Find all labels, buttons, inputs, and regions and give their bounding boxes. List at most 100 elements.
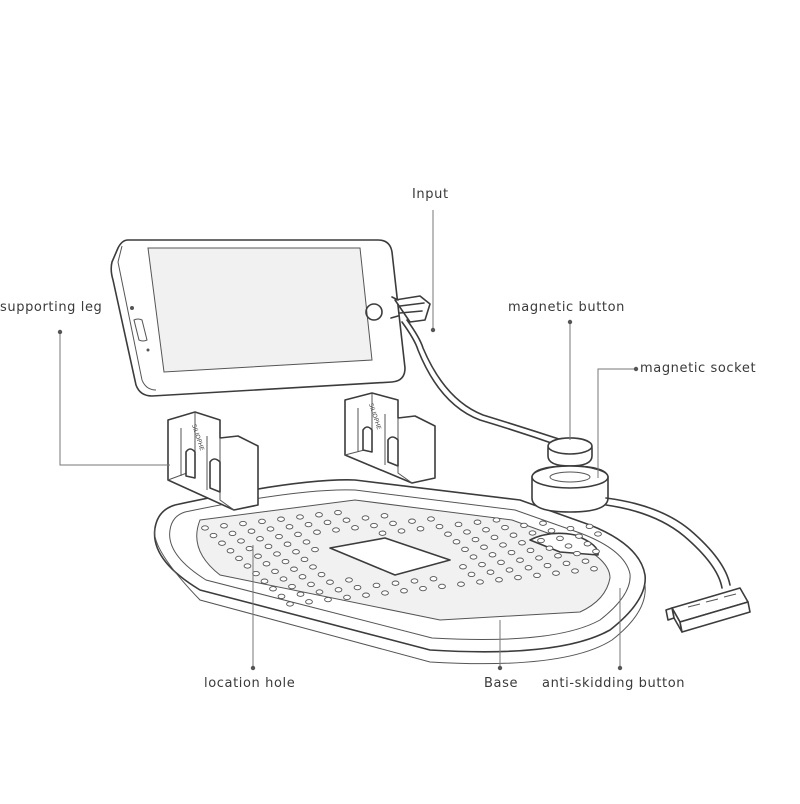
anti-skid-dot	[400, 588, 408, 594]
anti-skid-dot	[501, 524, 509, 531]
anti-skid-dot	[342, 517, 351, 523]
anti-skid-dot	[545, 545, 554, 551]
anti-skid-dot	[463, 529, 471, 535]
magnetic-button-icon	[547, 437, 593, 467]
anti-skid-dot	[300, 556, 309, 563]
anti-skid-dot	[220, 523, 228, 529]
anti-skid-dot	[277, 593, 286, 600]
anti-skid-dot	[594, 531, 602, 537]
anti-skid-dot	[547, 528, 556, 534]
anti-skid-dot	[285, 524, 294, 530]
anti-skid-dot	[292, 549, 300, 555]
cable-icon	[390, 295, 563, 447]
anti-skid-dot	[438, 583, 446, 590]
anti-skid-dot	[410, 578, 419, 584]
anti-skid-dot	[258, 518, 266, 525]
anti-skid-dot	[281, 558, 290, 565]
anti-skid-dot	[309, 564, 317, 570]
anti-skid-dot	[539, 520, 547, 526]
anti-skid-dot	[585, 523, 594, 530]
anti-skid-dot	[520, 522, 528, 529]
anti-skid-dot	[444, 531, 452, 537]
anti-skid-dot	[435, 523, 444, 530]
anti-skid-dot	[307, 581, 315, 588]
anti-skid-dot	[345, 577, 353, 583]
anti-skid-dot	[581, 558, 590, 564]
anti-skid-dot	[264, 543, 273, 550]
anti-skid-dot	[457, 581, 465, 587]
anti-skid-dot	[488, 552, 497, 558]
anti-skid-dot	[323, 519, 332, 526]
anti-skid-dot	[262, 561, 271, 567]
anti-skid-dot	[273, 551, 281, 557]
anti-skid-dot	[235, 555, 243, 562]
anti-skid-dot	[556, 535, 564, 542]
label-location-hole: location hole	[204, 676, 296, 691]
anti-skid-dot	[218, 540, 226, 546]
leader-lines	[57, 210, 639, 671]
anti-skid-dot	[497, 559, 505, 566]
anti-skid-dot	[239, 520, 247, 527]
anti-skid-dot	[266, 526, 275, 532]
anti-skid-dot	[260, 578, 269, 584]
anti-skid-dot	[201, 525, 209, 531]
anti-skid-dot	[334, 509, 342, 516]
anti-skid-dot	[372, 582, 381, 589]
anti-skid-dot	[571, 568, 579, 574]
anti-skid-dot	[397, 528, 406, 534]
anti-skid-dot	[482, 527, 490, 533]
anti-skid-dot	[419, 585, 427, 592]
anti-skid-dot	[459, 564, 467, 570]
anti-skid-dot	[505, 567, 514, 573]
anti-skid-dot	[476, 579, 484, 585]
anti-skid-dot	[332, 527, 340, 533]
anti-skid-dot	[380, 513, 389, 519]
base-pad-icon	[153, 479, 646, 665]
anti-skid-dot	[252, 570, 260, 577]
anti-skid-dot	[279, 576, 288, 582]
anti-skid-dot	[362, 592, 370, 598]
anti-skid-dot	[302, 539, 311, 545]
anti-skid-dot	[334, 587, 343, 593]
anti-skid-dot	[590, 566, 598, 572]
anti-skid-dot	[326, 579, 334, 585]
anti-skid-dot	[324, 596, 332, 603]
anti-skid-dot	[467, 571, 476, 578]
label-anti-skidding-button: anti-skidding button	[542, 676, 686, 691]
anti-skid-dot	[564, 543, 573, 549]
anti-skid-dot	[516, 557, 524, 563]
anti-skid-dot	[315, 512, 323, 518]
anti-skid-dot	[537, 537, 545, 544]
anti-skid-dot	[528, 530, 537, 536]
anti-skid-dot	[429, 576, 438, 582]
anti-skid-dot	[311, 546, 319, 553]
supporting-leg-left-icon: SILIOPHE	[167, 411, 259, 511]
anti-skid-dot	[514, 574, 522, 581]
anti-skid-dot	[416, 526, 425, 532]
anti-skid-dot	[486, 569, 495, 575]
anti-skid-dot	[518, 540, 526, 546]
anti-skid-dot	[226, 548, 235, 554]
anti-skid-dot	[304, 521, 313, 528]
anti-skid-dot	[524, 565, 533, 571]
anti-skid-dot	[535, 555, 543, 561]
anti-skid-dot	[254, 553, 262, 559]
anti-skid-dot	[290, 566, 298, 572]
anti-skid-dot	[543, 562, 552, 569]
anti-skid-dot	[298, 574, 307, 580]
anti-skid-dot	[533, 572, 541, 579]
anti-skid-dot	[305, 599, 313, 605]
anti-skid-dot	[243, 563, 252, 569]
anti-skid-dot	[381, 590, 389, 596]
anti-skid-dot	[283, 541, 292, 547]
anti-skid-dot	[573, 550, 581, 557]
anti-skid-dot	[275, 533, 283, 540]
anti-skid-dot	[583, 541, 592, 547]
anti-skid-dot	[566, 525, 575, 532]
supporting-leg-right-icon: SILIOPHE	[344, 392, 436, 484]
anti-skid-dot	[492, 517, 501, 523]
anti-skid-dot	[361, 515, 370, 521]
anti-skid-dot	[526, 547, 535, 554]
